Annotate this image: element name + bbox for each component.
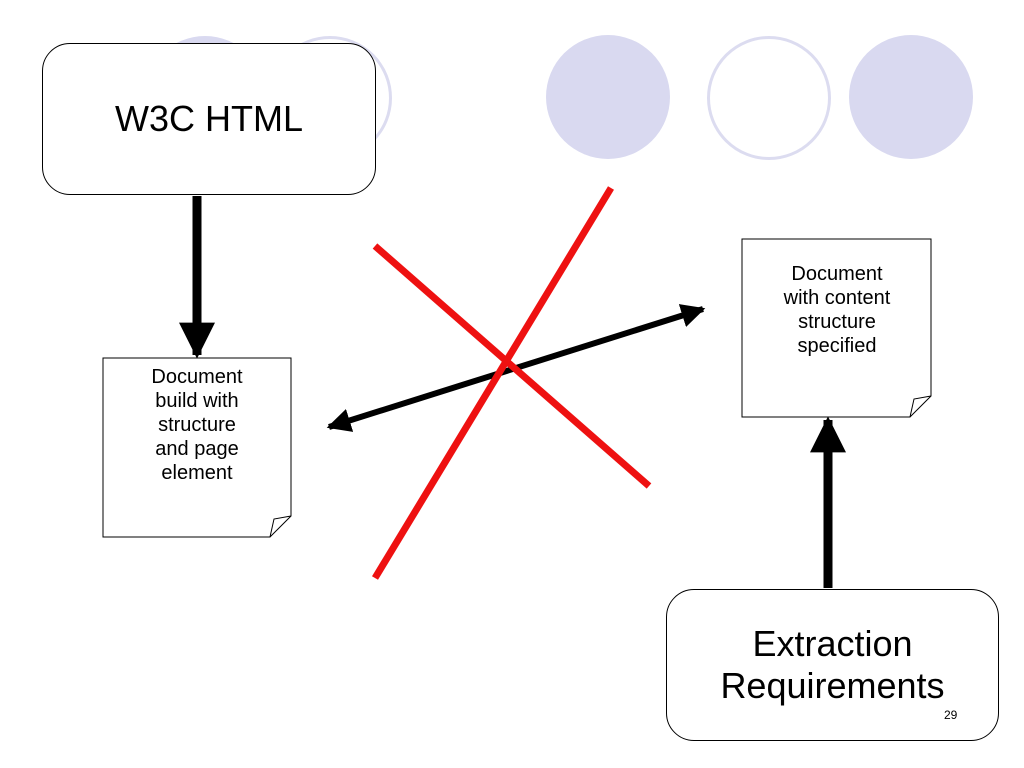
w3c-html-label: W3C HTML [115,98,303,139]
red-cross-stroke-2 [372,186,614,580]
document-left-line-2: build with [155,390,239,412]
document-left-line-5: element [161,462,233,484]
decorative-circle-4 [707,36,831,160]
document-right-line-2: with content [783,287,891,309]
document-right-line-1: Document [791,263,883,285]
red-cross-stroke-1 [372,243,652,489]
extraction-requirements-box: Extraction Requirements [666,589,999,741]
document-left-line-3: structure [158,414,236,436]
document-left-text: Document build with structure and page e… [104,365,290,485]
document-right-shape [741,238,932,418]
document-left-shape [102,357,292,538]
document-right-line-4: specified [797,335,877,357]
document-left-fold [269,515,292,538]
document-right-line-3: structure [798,311,876,333]
w3c-html-box: W3C HTML [42,43,376,195]
extraction-label-line-2: Requirements [720,665,945,706]
decorative-circle-5 [849,35,973,159]
page-number: 29 [944,708,958,722]
document-right-fold [909,395,932,418]
decorative-circle-3 [546,35,670,159]
document-right-text: Document with content structure specifie… [744,262,930,358]
document-left-line-1: Document [151,366,243,388]
document-left-line-4: and page [155,438,239,460]
extraction-label-line-1: Extraction [752,622,913,664]
